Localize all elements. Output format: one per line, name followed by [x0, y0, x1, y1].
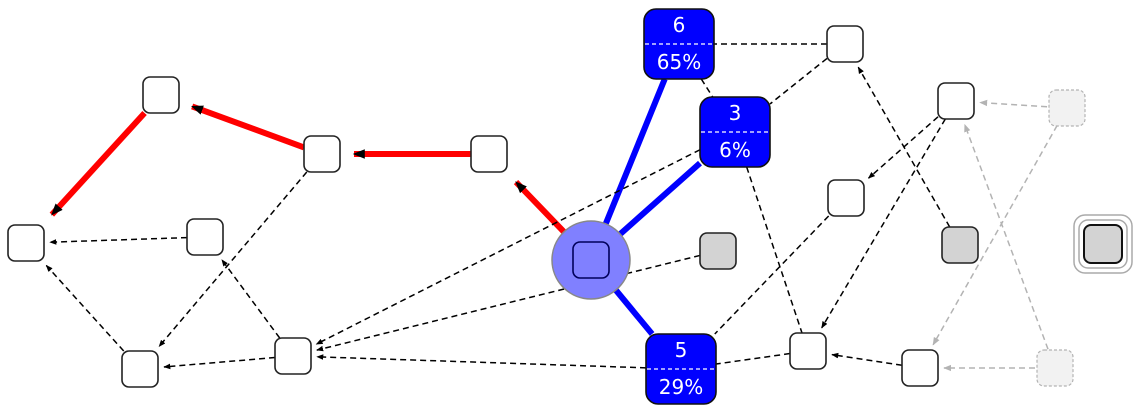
faded-node-box[interactable] — [1048, 89, 1086, 127]
graph-node[interactable]: 6 65% — [643, 8, 715, 80]
node-box[interactable] — [789, 332, 827, 370]
dashed-edge[interactable] — [315, 149, 701, 345]
disabled-node-box[interactable] — [941, 226, 979, 264]
graph-node[interactable] — [121, 350, 159, 388]
critical-edge[interactable] — [49, 110, 147, 217]
node-box[interactable] — [826, 25, 864, 63]
graph-node[interactable]: 3 6% — [699, 96, 771, 168]
graph-node[interactable] — [470, 135, 508, 173]
special-node-box[interactable] — [1083, 224, 1123, 264]
dashed-edge[interactable] — [49, 236, 188, 245]
graph-node[interactable] — [941, 226, 979, 264]
graph-node[interactable] — [1048, 89, 1086, 127]
graph-node[interactable] — [1073, 214, 1133, 274]
node-box[interactable] — [901, 349, 939, 387]
graph-node[interactable] — [937, 82, 975, 120]
nodes-layer: 6 65% 3 6% 5 29% — [7, 8, 1133, 405]
node-box[interactable] — [470, 135, 508, 173]
graph-node[interactable] — [827, 179, 865, 217]
dashed-edge[interactable] — [831, 352, 903, 367]
graph-node[interactable] — [7, 224, 45, 262]
focus-node-box[interactable] — [572, 241, 610, 279]
faded-node-box[interactable] — [1036, 349, 1074, 387]
disabled-node-box[interactable] — [699, 232, 737, 270]
graph-node[interactable] — [826, 25, 864, 63]
dashed-edge[interactable] — [221, 259, 281, 339]
dashed-edge[interactable] — [821, 118, 946, 329]
dashed-link[interactable] — [769, 57, 828, 105]
dashed-edge[interactable] — [158, 171, 308, 347]
dashed-link[interactable] — [700, 78, 714, 98]
node-bottom-label: 29% — [659, 375, 703, 399]
node-box[interactable] — [937, 82, 975, 120]
node-bottom-label: 65% — [657, 50, 701, 74]
node-top-label: 6 — [673, 13, 686, 37]
highlight-node-box[interactable] — [645, 333, 717, 405]
node-box[interactable] — [121, 350, 159, 388]
dashed-link[interactable] — [745, 166, 803, 334]
highlight-edge[interactable] — [593, 77, 668, 249]
graph-node[interactable] — [186, 218, 224, 256]
node-box[interactable] — [142, 76, 180, 114]
dashed-link[interactable] — [715, 352, 791, 365]
node-box[interactable] — [303, 135, 341, 173]
graph-node[interactable] — [789, 332, 827, 370]
graph-node[interactable] — [551, 220, 631, 300]
node-top-label: 3 — [729, 101, 742, 125]
node-box[interactable] — [186, 218, 224, 256]
dashed-edge[interactable] — [316, 254, 701, 352]
node-top-label: 5 — [675, 338, 688, 362]
edges-layer — [45, 43, 1068, 372]
graph-node[interactable]: 5 29% — [645, 333, 717, 405]
graph-node[interactable] — [142, 76, 180, 114]
highlight-node-box[interactable] — [643, 8, 715, 80]
faded-edge[interactable] — [964, 123, 1056, 369]
dashed-edge[interactable] — [163, 356, 276, 370]
faded-edge[interactable] — [932, 107, 1068, 346]
dashed-link[interactable] — [714, 215, 830, 335]
node-box[interactable] — [827, 179, 865, 217]
dashed-edge[interactable] — [45, 264, 125, 352]
node-box[interactable] — [274, 337, 312, 375]
dashed-edge[interactable] — [316, 354, 647, 369]
graph-node[interactable] — [901, 349, 939, 387]
critical-edge[interactable] — [191, 103, 306, 151]
dashed-edge[interactable] — [867, 116, 939, 179]
graph-node[interactable] — [303, 135, 341, 173]
graph-node[interactable] — [1036, 349, 1074, 387]
highlight-node-box[interactable] — [699, 96, 771, 168]
node-box[interactable] — [7, 224, 45, 262]
graph-node[interactable] — [699, 232, 737, 270]
graph-node[interactable] — [274, 337, 312, 375]
node-bottom-label: 6% — [719, 138, 751, 162]
